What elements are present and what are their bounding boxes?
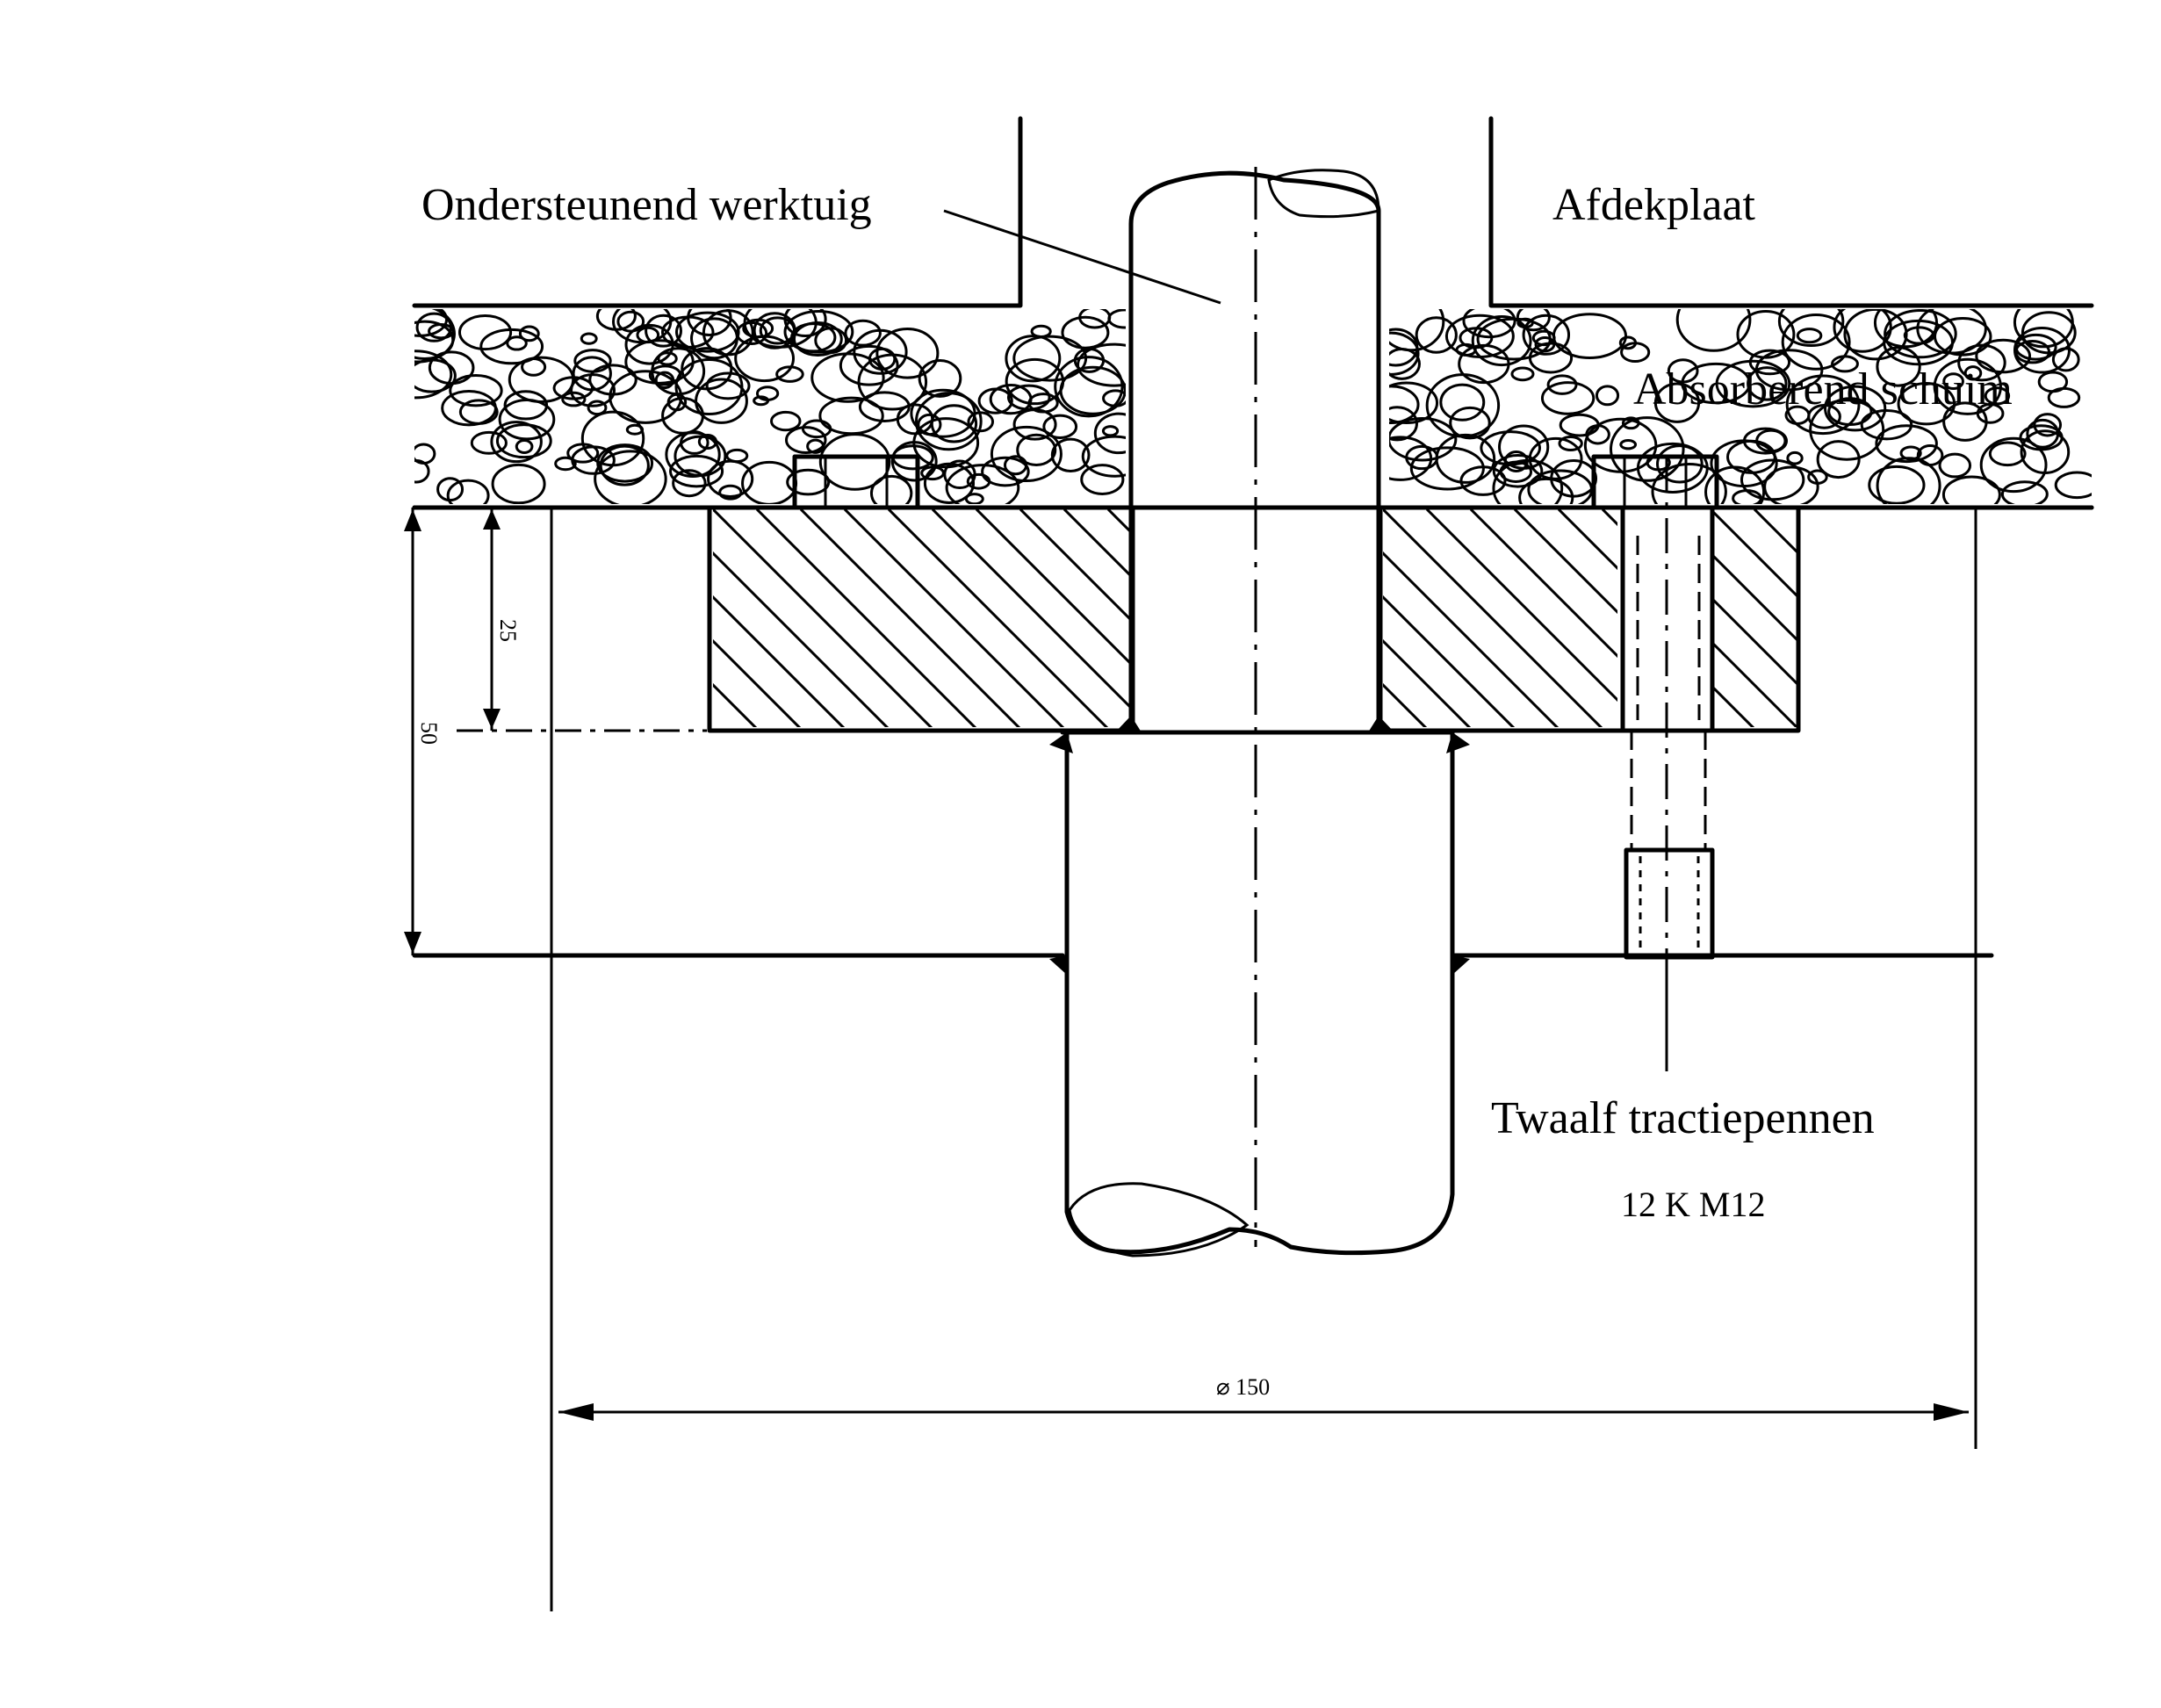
dimension-lines (404, 508, 1977, 1611)
bolt-head-right (1591, 454, 1719, 510)
foam-bubbles-right (1389, 309, 2092, 504)
label-pin-spec: 12 K M12 (1621, 1185, 1765, 1224)
label-traction-pins: Twaalf tractiepennen (1491, 1093, 1875, 1143)
leader-lines (943, 209, 1668, 1071)
dimension-50: 50 (416, 722, 442, 745)
foam-layer (412, 116, 2094, 510)
label-supporting-tool: Ondersteunend werktuig (421, 180, 872, 230)
weld-fillets (1049, 716, 1470, 975)
dimension-diameter: ⌀ 150 (1216, 1374, 1270, 1400)
bolt-head-left (792, 454, 920, 510)
label-absorbing-foam: Absorberend schuim (1633, 364, 2013, 414)
dimension-25: 25 (495, 619, 521, 642)
label-cover-plate: Afdekplaat (1552, 180, 1756, 230)
foam-bubbles-left (414, 309, 1126, 504)
flange-plate (707, 505, 1801, 733)
shaft (1049, 167, 1470, 1258)
